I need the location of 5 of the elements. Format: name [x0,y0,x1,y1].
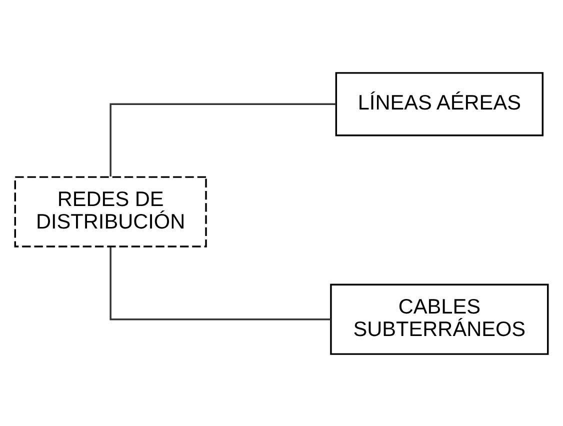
node-box: CABLES SUBTERRÁNEOS [330,283,549,354]
node-box: LÍNEAS AÉREAS [335,72,544,136]
node-box: REDES DE DISTRIBUCIÓN [14,176,207,247]
connector [110,246,331,320]
connector [110,102,336,176]
